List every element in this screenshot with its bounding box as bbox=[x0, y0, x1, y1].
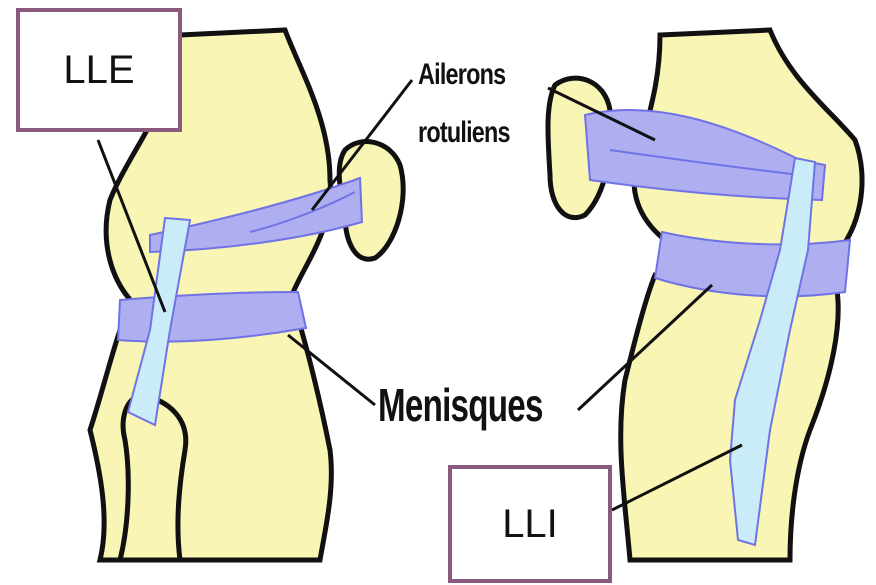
lli-label-box: LLI bbox=[448, 465, 612, 583]
rotuliens-label: rotuliens bbox=[418, 118, 510, 148]
lli-label: LLI bbox=[502, 502, 558, 547]
menisques-label: Menisques bbox=[378, 382, 543, 428]
lle-label: LLE bbox=[63, 48, 134, 93]
lle-label-box: LLE bbox=[16, 8, 182, 132]
right-tibia bbox=[621, 275, 838, 560]
ailerons-label: Ailerons bbox=[418, 60, 505, 90]
